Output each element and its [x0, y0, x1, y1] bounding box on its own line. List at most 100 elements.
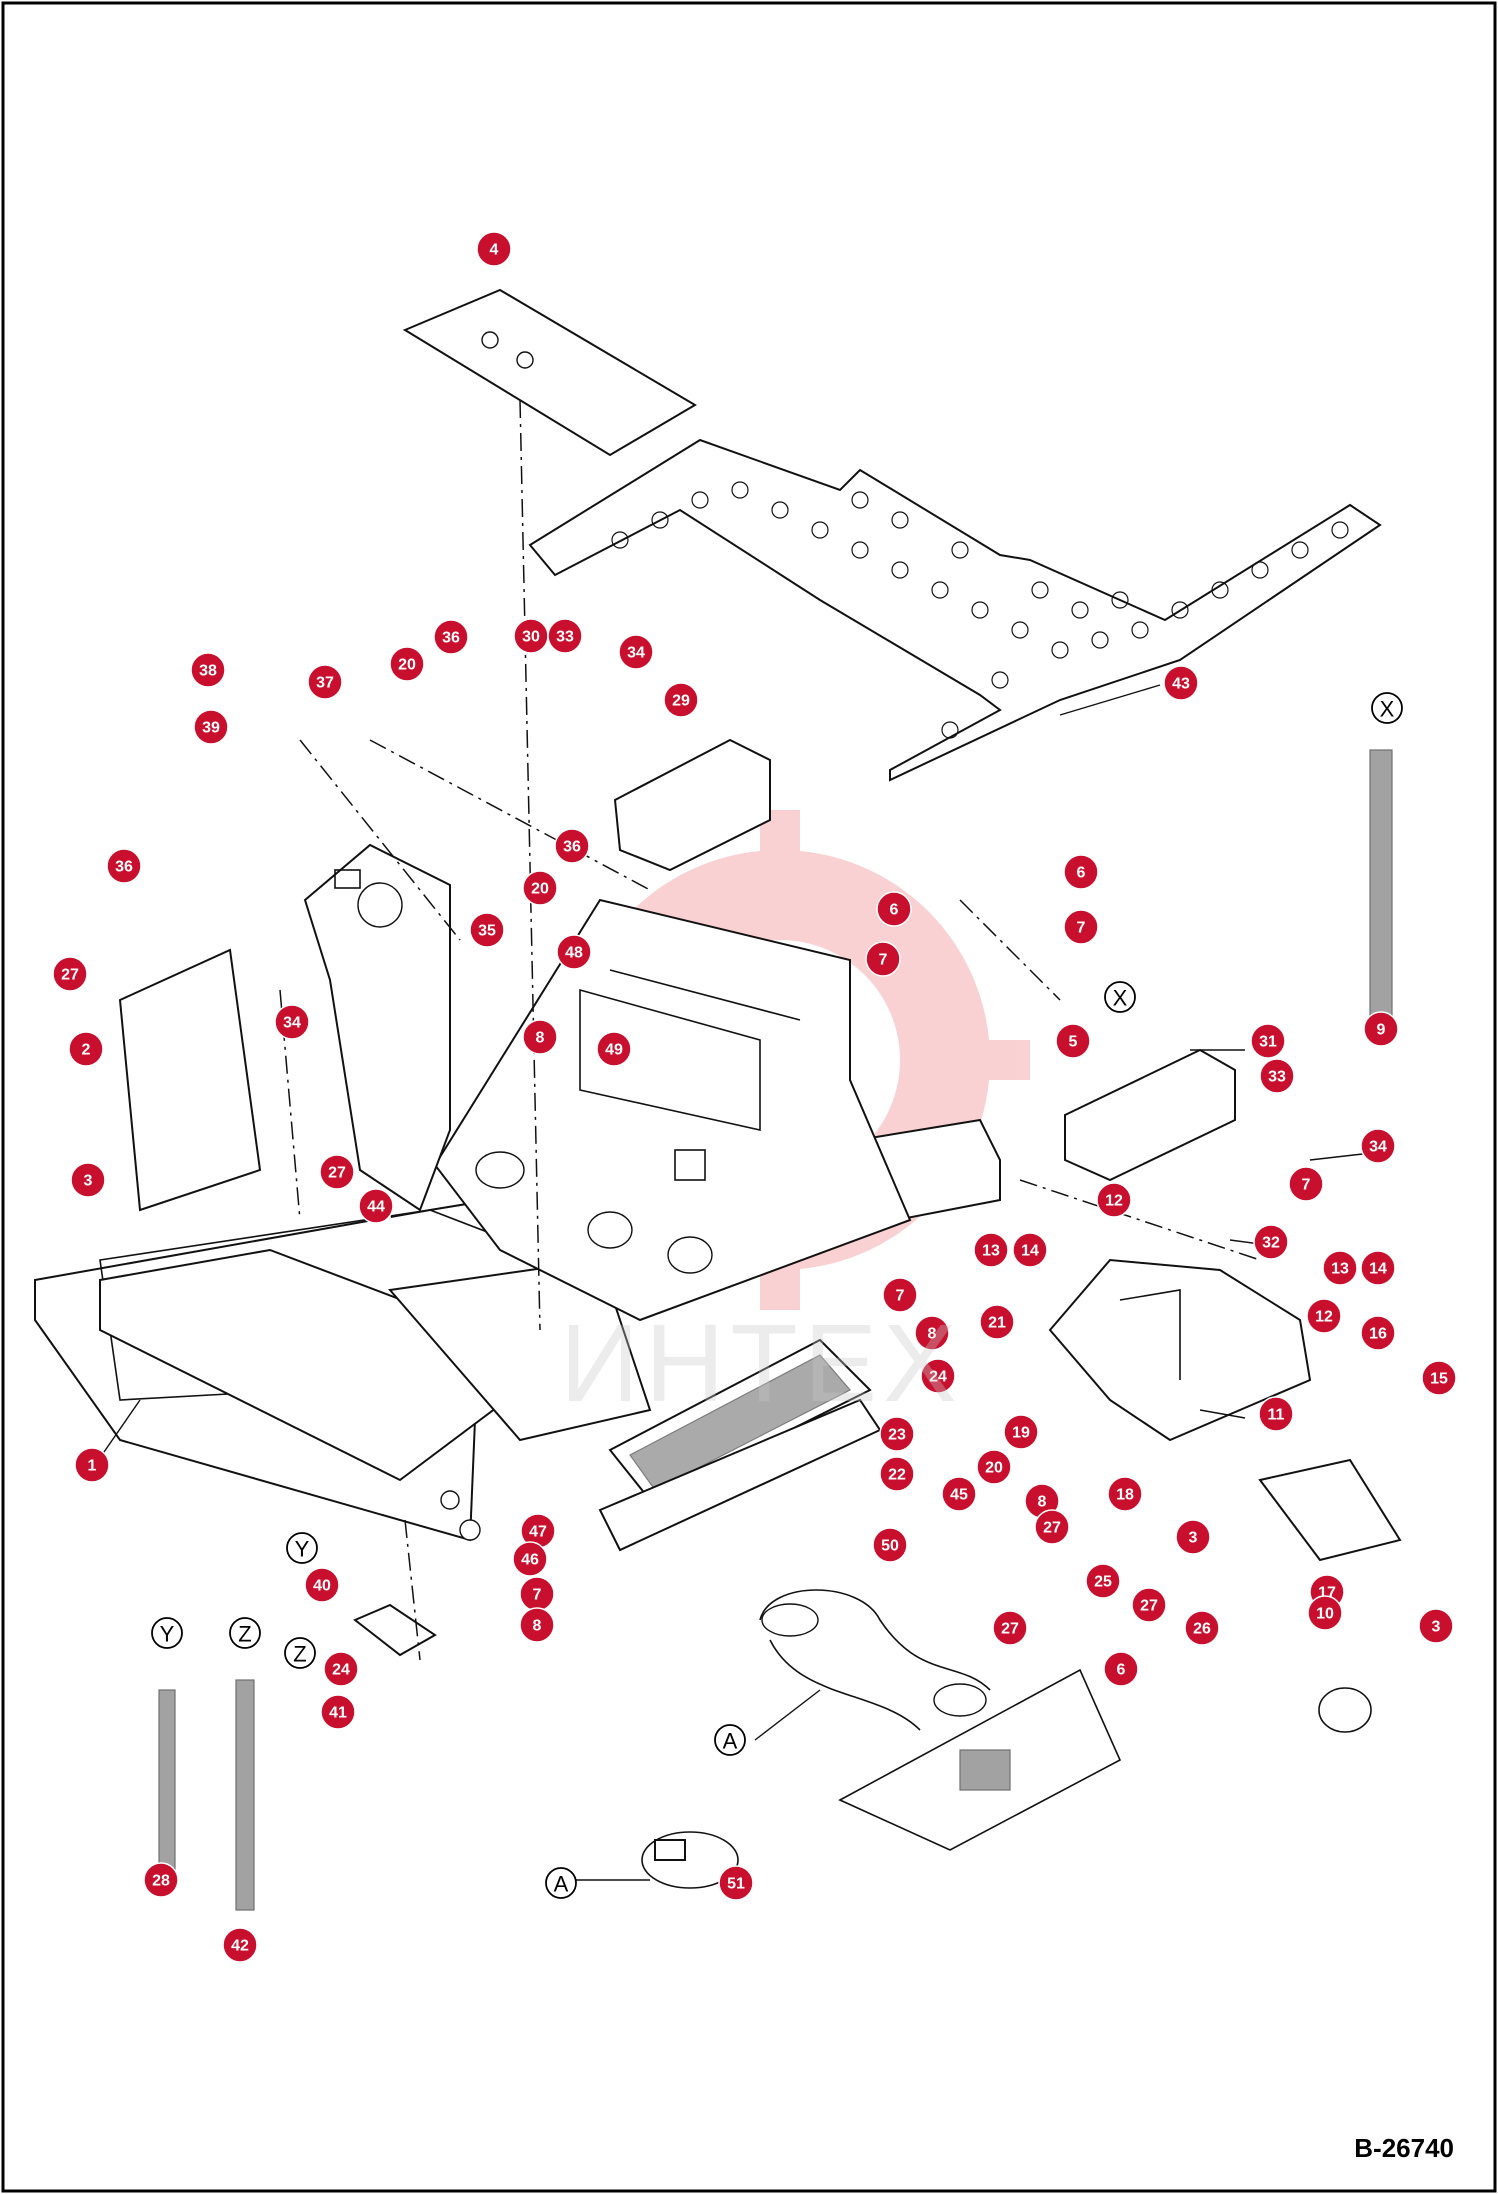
callout-6: 66 [1103, 1651, 1139, 1688]
callout-number: 6 [1117, 1662, 1126, 1679]
callout-number: 5 [1069, 1034, 1078, 1051]
callout-20: 2020 [976, 1449, 1012, 1486]
seat-box-frame [433, 898, 912, 1322]
perforated-mesh-panel [528, 438, 1382, 782]
callout-marker [193, 709, 229, 745]
callout-marker [1103, 1651, 1139, 1687]
callout-number: 1 [88, 1458, 97, 1475]
callout-7: 77 [1288, 1166, 1324, 1203]
callout-number: 7 [1077, 920, 1086, 937]
callout-10: 1010 [1307, 1595, 1343, 1632]
callout-6: 66 [1063, 854, 1099, 891]
callout-20: 2020 [389, 646, 425, 683]
callout-44: 4444 [358, 1188, 394, 1225]
callout-23: 2323 [879, 1416, 915, 1453]
callout-number: 32 [1262, 1235, 1280, 1252]
callout-number: 13 [1331, 1261, 1349, 1278]
hose-clamp-10 [1318, 1687, 1372, 1733]
callout-marker [1360, 1250, 1396, 1286]
callout-marker [879, 1456, 915, 1492]
mesh-pattern [611, 481, 1349, 739]
view-letter-a-clamp: A [545, 1867, 577, 1899]
svg-text:Y: Y [295, 1537, 310, 1562]
callout-number: 12 [1315, 1309, 1333, 1326]
callout-27: 2727 [1131, 1587, 1167, 1624]
callout-34: 3434 [1360, 1128, 1396, 1165]
callout-number: 27 [328, 1165, 346, 1182]
callout-40: 4040 [304, 1567, 340, 1604]
callout-marker [556, 934, 592, 970]
callout-marker [872, 1527, 908, 1563]
callout-3: 33 [1175, 1519, 1211, 1556]
callout-13: 1313 [1322, 1250, 1358, 1287]
callout-number: 14 [1369, 1261, 1387, 1278]
callout-marker [1306, 1298, 1342, 1334]
callout-22: 2222 [879, 1456, 915, 1493]
callout-number: 24 [929, 1369, 947, 1386]
callout-number: 36 [563, 839, 581, 856]
callout-marker [1107, 1476, 1143, 1512]
floor-section [838, 1668, 1122, 1851]
callout-number: 34 [1369, 1139, 1387, 1156]
callout-27: 2727 [319, 1154, 355, 1191]
callout-marker [469, 912, 505, 948]
watermark-text: ИНТЕХ [560, 1302, 963, 1425]
callout-number: 27 [1001, 1621, 1019, 1638]
callout-46: 4646 [512, 1541, 548, 1578]
callout-marker [1163, 665, 1199, 701]
callout-45: 4545 [941, 1476, 977, 1513]
callout-14: 1414 [1360, 1250, 1396, 1287]
callout-marker [389, 646, 425, 682]
callout-marker [1253, 1224, 1289, 1260]
callout-3: 33 [70, 1162, 106, 1199]
callout-7: 77 [865, 941, 901, 978]
callout-number: 34 [627, 645, 645, 662]
cushion-31 [1064, 1048, 1236, 1182]
toe-plate [1258, 1458, 1402, 1562]
callout-marker [52, 956, 88, 992]
callout-number: 33 [556, 629, 574, 646]
callout-number: 9 [1377, 1022, 1386, 1039]
callout-36: 3636 [433, 619, 469, 656]
callout-number: 6 [890, 902, 899, 919]
step-grate [598, 1338, 882, 1552]
callout-number: 50 [881, 1538, 899, 1555]
callout-marker [222, 1927, 258, 1963]
callout-27: 2727 [992, 1610, 1028, 1647]
callout-marker [1421, 1360, 1457, 1396]
callout-marker [70, 1162, 106, 1198]
callout-5: 55 [1055, 1023, 1091, 1060]
view-letter-y-rod: Y [151, 1617, 183, 1649]
callout-3: 33 [1418, 1608, 1454, 1645]
callout-number: 43 [1172, 676, 1190, 693]
callout-27: 2727 [1034, 1509, 1070, 1546]
view-letter-y-left: Y [286, 1532, 318, 1564]
callout-marker [522, 870, 558, 906]
callout-34: 3434 [618, 634, 654, 671]
callout-marker [274, 1004, 310, 1040]
callout-number: 27 [1140, 1598, 1158, 1615]
callout-number: 48 [565, 945, 583, 962]
rod-z [235, 1679, 255, 1911]
callout-number: 36 [442, 630, 460, 647]
callout-marker [319, 1154, 355, 1190]
callout-11: 1111 [1258, 1396, 1294, 1433]
callout-13: 1313 [973, 1232, 1009, 1269]
callout-number: 40 [313, 1578, 331, 1595]
callout-18: 1818 [1107, 1476, 1143, 1513]
callout-number: 7 [533, 1587, 542, 1604]
callout-number: 14 [1021, 1243, 1039, 1260]
callout-marker [1258, 1396, 1294, 1432]
callout-33: 3333 [547, 618, 583, 655]
callout-number: 11 [1268, 1407, 1285, 1424]
callout-number: 33 [1268, 1069, 1286, 1086]
callout-marker [320, 1694, 356, 1730]
callout-number: 2 [82, 1042, 91, 1059]
svg-text:Z: Z [238, 1622, 251, 1647]
callout-number: 12 [1105, 1193, 1123, 1210]
callout-marker [358, 1188, 394, 1224]
cushion-29 [613, 738, 771, 872]
callout-marker [941, 1476, 977, 1512]
callout-31: 3131 [1250, 1023, 1286, 1060]
